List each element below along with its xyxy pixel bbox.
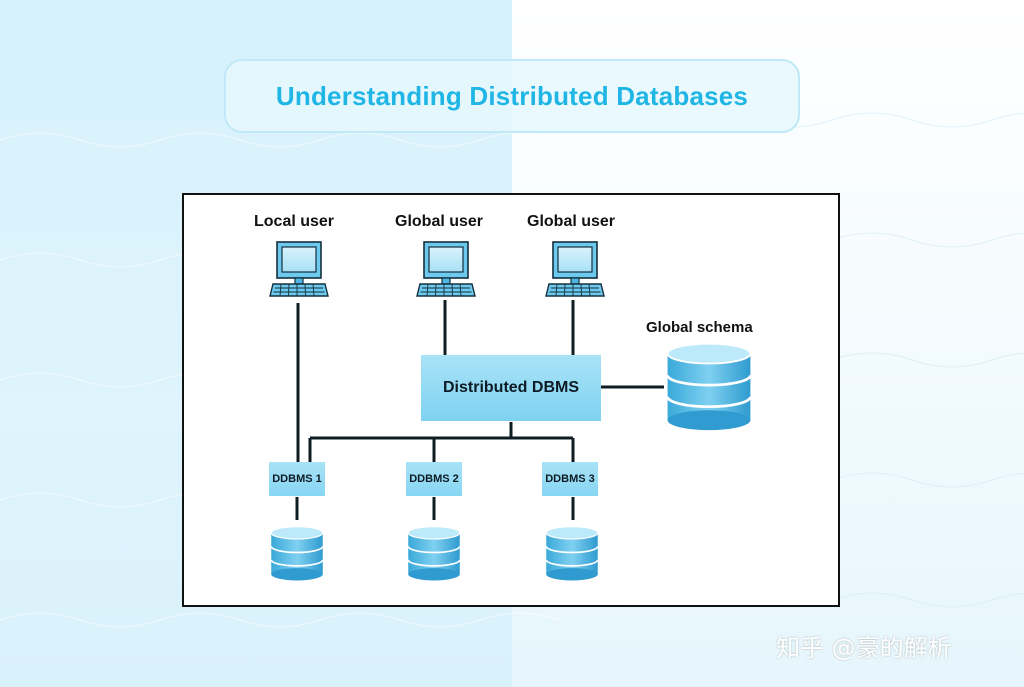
diagram-frame: Local user Global user Global user Globa… (182, 193, 840, 607)
watermark-text: 知乎 @豪的解析 (776, 634, 952, 662)
ddbms-node-label: DDBMS 1 (272, 473, 322, 485)
diagram-canvas (269, 241, 752, 582)
user-label-global-2: Global user (527, 213, 616, 230)
computer-icon (416, 241, 476, 297)
ddbms-node-1: DDBMS 1 (269, 462, 325, 496)
ddbms-node-2: DDBMS 2 (406, 462, 462, 496)
computer-icon (269, 241, 329, 297)
user-label-global-1: Global user (395, 213, 484, 230)
page-title: Understanding Distributed Databases (275, 80, 749, 111)
user-label-local: Local user (254, 213, 335, 230)
ddbms-node-label: DDBMS 2 (409, 473, 459, 485)
distributed-dbms-box: Distributed DBMS (421, 355, 601, 421)
title-banner: Understanding Distributed Databases (224, 59, 800, 133)
computer-icon (545, 241, 605, 297)
distributed-dbms-label: Distributed DBMS (443, 379, 579, 396)
database-icon (545, 525, 599, 582)
database-icon (666, 342, 752, 432)
connectors (295, 300, 664, 520)
database-icon (407, 525, 461, 582)
ddbms-node-3: DDBMS 3 (542, 462, 598, 496)
schema-label: Global schema (646, 319, 753, 336)
database-icon (270, 525, 324, 582)
ddbms-node-label: DDBMS 3 (545, 473, 595, 485)
